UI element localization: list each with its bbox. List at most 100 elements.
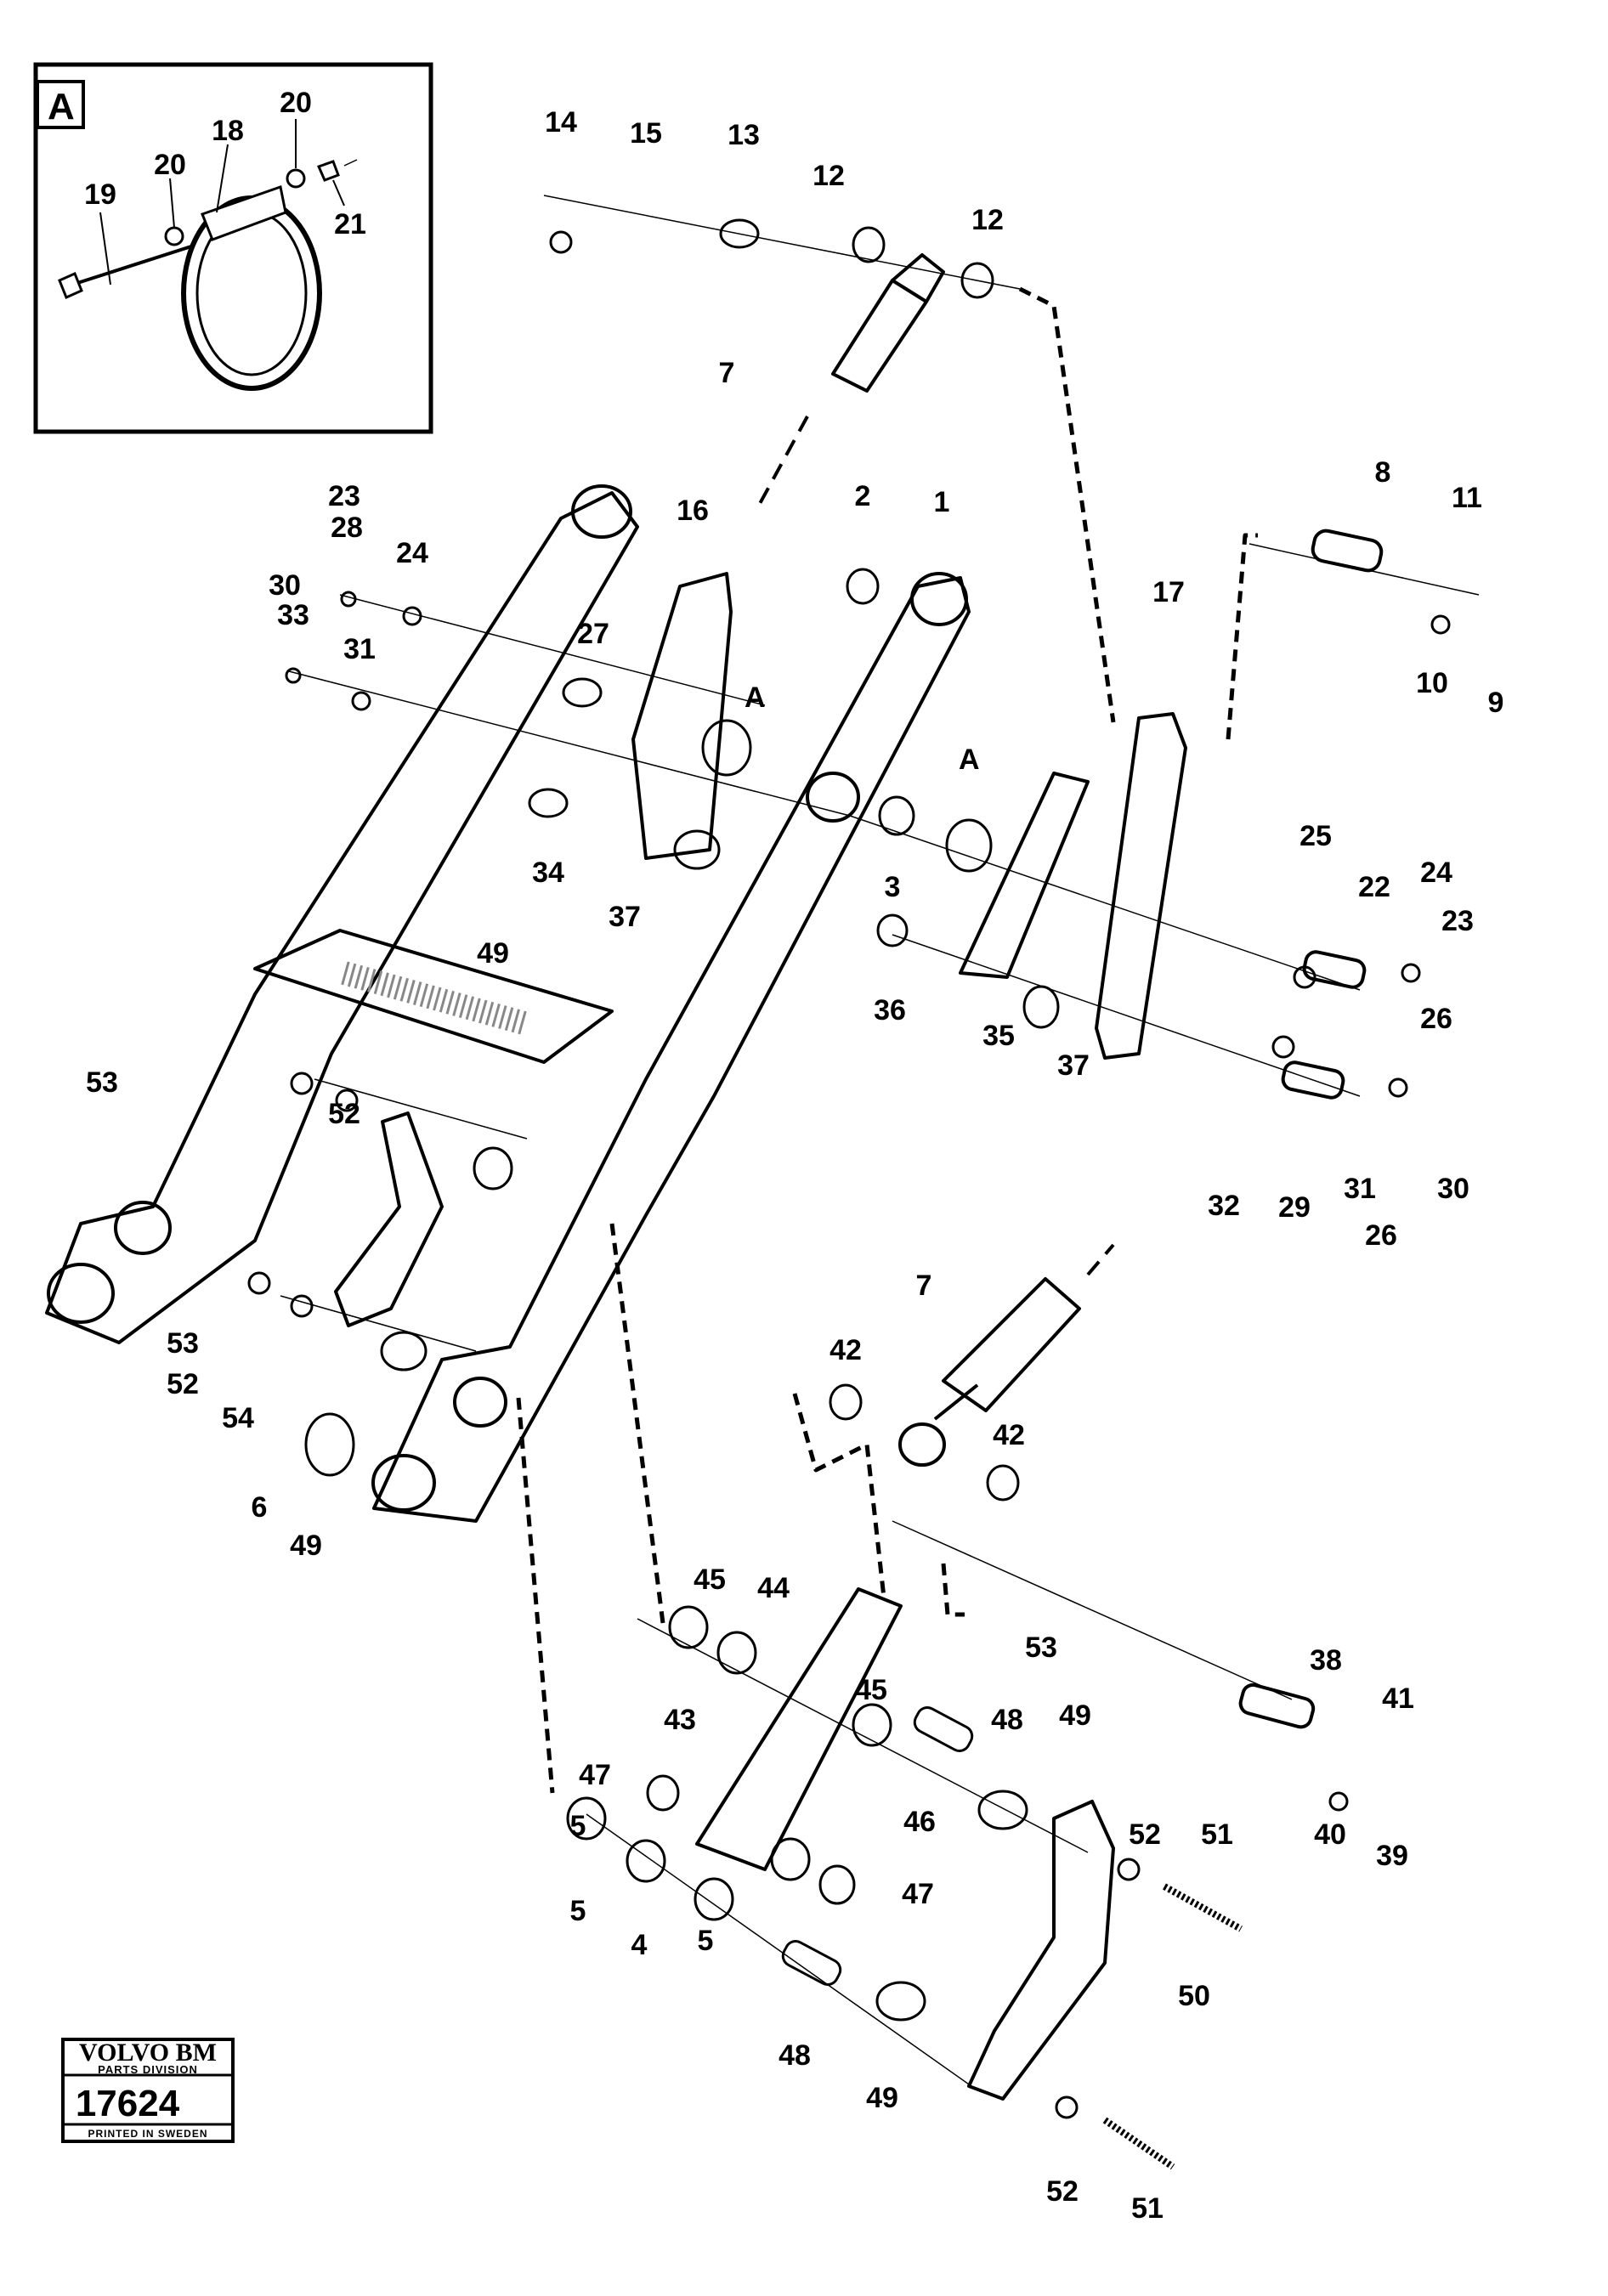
callout-7: 7 [719,357,735,389]
callout-53: 53 [86,1066,118,1099]
callout-3: 3 [885,871,901,903]
callout-12: 12 [812,160,845,192]
callout-9: 9 [1488,687,1504,719]
callout-23: 23 [1441,905,1474,937]
callout-52: 52 [1046,2175,1079,2208]
callout-36: 36 [874,994,906,1026]
left-arm-bottom-boss [47,1263,115,1324]
link-35 [959,772,1090,979]
callout-10: 10 [1416,667,1448,699]
badge-number: 17624 [76,2083,180,2124]
callout-16: 16 [677,495,709,527]
callout-12: 12 [971,204,1004,236]
callout-5: 5 [698,1925,714,1957]
left-arm-top-boss [571,484,632,539]
right-arm-lower-boss [453,1377,507,1428]
callout-5: 5 [570,1810,586,1842]
badge-frame [61,2038,235,2143]
callout-7: 7 [916,1270,932,1302]
callout-26: 26 [1365,1219,1397,1252]
cylinder-top-body [831,279,928,393]
volvo-bm-badge: VOLVO BM PARTS DIVISION 17624 PRINTED IN… [61,2038,235,2143]
right-arm-bottom-boss [371,1454,436,1512]
washer-20a [164,226,184,246]
detail-markers: A A [745,681,980,776]
cross-tube-knurl [341,961,530,1036]
callout-45: 45 [855,1674,887,1706]
callout-8: 8 [1375,456,1391,489]
pin-8 [1311,529,1384,573]
callout-47: 47 [579,1759,611,1791]
callout-49: 49 [290,1530,322,1562]
right-arm-mid-boss [806,772,860,823]
callout-50: 50 [1178,1980,1210,2012]
callout-30: 30 [269,569,301,602]
bolt-51-upper [1163,1883,1243,1932]
bolt-51-lower [1102,2117,1175,2170]
callout-1: 1 [934,486,950,518]
clamp-ring-outer [181,195,322,391]
callout-39: 39 [1376,1840,1408,1872]
callout-26: 26 [1420,1003,1452,1035]
callout-38: 38 [1310,1644,1342,1677]
pin-22 [1302,950,1367,989]
callout-13: 13 [728,119,760,151]
callout-32: 32 [1208,1190,1240,1222]
callout-24: 24 [1420,857,1452,889]
callout-22: 22 [1358,871,1390,903]
left-arm-mid-boss [114,1201,172,1255]
bolt-shank [71,245,192,286]
callout-54: 54 [222,1402,254,1434]
cylinder-top-eye [891,253,945,303]
inset-callout-20: 20 [154,149,186,181]
inset-label: A [48,86,75,127]
clamp-tab [201,185,287,241]
callout-37: 37 [609,901,641,933]
callout-51: 51 [1131,2192,1164,2225]
drawing-geometry [45,195,1480,2170]
detail-inset-a: A [33,62,433,434]
detail-marker: A [959,744,980,776]
callout-37: 37 [1057,1049,1090,1082]
callout-11: 11 [1452,482,1482,514]
right-lift-arm [372,576,971,1523]
callout-17: 17 [1152,576,1185,608]
callout-15: 15 [630,117,662,150]
pin-29 [1281,1060,1345,1100]
callout-4: 4 [631,1929,648,1961]
callout-53: 53 [1025,1632,1057,1664]
callout-42: 42 [993,1419,1025,1451]
inset-frame [33,62,433,434]
detail-marker: A [745,681,766,714]
inset-callout-19: 19 [84,178,116,211]
callout-52: 52 [328,1098,360,1130]
link-17 [1095,712,1187,1060]
bracket-54 [334,1111,444,1327]
callout-28: 28 [331,512,363,544]
callout-48: 48 [991,1704,1023,1736]
callout-47: 47 [902,1878,934,1910]
callout-45: 45 [694,1564,726,1596]
callout-51: 51 [1201,1818,1233,1851]
callout-34: 34 [532,857,564,889]
nut-21 [316,160,340,182]
callout-44: 44 [757,1572,790,1604]
callout-29: 29 [1278,1191,1311,1224]
badge-footer: PRINTED IN SWEDEN [88,2128,207,2140]
callout-31: 31 [1344,1173,1376,1205]
callout-48: 48 [779,2039,811,2072]
inset-callout-18: 18 [212,115,244,147]
callout-30: 30 [1437,1173,1469,1205]
callout-27: 27 [577,618,609,650]
assembly-axes [280,195,1480,2091]
callout-46: 46 [903,1806,936,1838]
bolt-head [58,271,83,300]
callout-33: 33 [277,599,309,631]
plate-16 [631,572,733,860]
callout-42: 42 [829,1334,862,1366]
callout-2: 2 [855,480,871,512]
callout-49: 49 [1059,1699,1091,1732]
dashed-connectors [516,286,1258,1794]
lever-43 [695,1587,903,1871]
